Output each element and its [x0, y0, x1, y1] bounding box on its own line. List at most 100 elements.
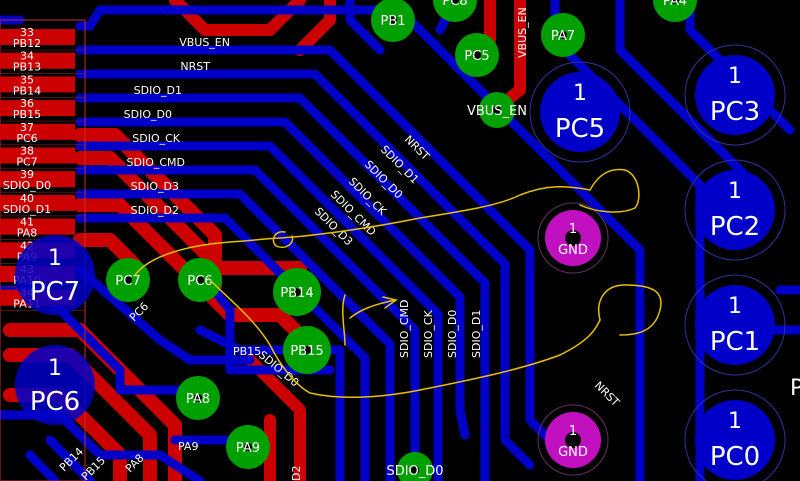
header-pin-number: 37 [20, 121, 34, 134]
via[interactable]: PA9 [226, 425, 270, 469]
header-pin-number: 34 [20, 50, 34, 63]
net-labels-horizontal: VBUS_EN NRST SDIO_D1 SDIO_D0 SDIO_CK SDI… [124, 36, 230, 217]
via-label: PA4 [663, 0, 687, 9]
header-pin-name: PA8 [17, 227, 37, 240]
gnd-pad-number: 1 [569, 424, 577, 439]
large-pad-label: PC1 [710, 327, 760, 357]
header-pin-number: 33 [20, 26, 34, 39]
via-label: PA8 [186, 392, 210, 407]
via-label: PC6 [187, 274, 212, 289]
net-label-vert-sdio-d1: SDIO_D1 [470, 310, 483, 358]
via-label: PA9 [236, 441, 260, 456]
header-pad [0, 123, 75, 140]
header-pad [0, 52, 75, 69]
large-pad-label: PC3 [710, 97, 760, 127]
header-pin-name: PC7 [16, 156, 37, 169]
header-pad [0, 29, 75, 45]
gnd-pad-number: 1 [569, 222, 577, 237]
net-label-vert-sdio-d0: SDIO_D0 [446, 310, 459, 358]
header-pad [0, 100, 75, 117]
via[interactable]: SDIO_D0 [386, 452, 444, 481]
net-label-vert-sdio-cmd: SDIO_CMD [398, 300, 411, 359]
header-pin-name: PB15 [13, 108, 41, 121]
large-pad-number: 1 [573, 81, 587, 106]
large-pad-label: PC5 [555, 114, 605, 144]
net-labels-vertical: SDIO_CMD SDIO_CK SDIO_D0 SDIO_D1 VBUS_EN [398, 7, 529, 358]
net-label-vert-vbus-en: VBUS_EN [516, 7, 529, 58]
gnd-pad-label: GND [558, 243, 588, 258]
header-pin-number: 41 [20, 216, 34, 229]
via[interactable]: PA7 [541, 13, 585, 57]
via[interactable]: VBUS_EN [467, 92, 527, 128]
header-pad [0, 76, 75, 93]
via[interactable]: PB1 [371, 0, 415, 42]
via[interactable]: PC8 [433, 0, 477, 22]
net-label-d2-partial: D2 [290, 466, 303, 481]
large-pad-label: PC2 [710, 212, 760, 242]
partial-pad-label: P [790, 376, 800, 401]
header-pin-number: 39 [20, 168, 34, 181]
via[interactable]: PB14 [273, 268, 321, 316]
header-pad [0, 218, 75, 235]
left-pad-label: PC6 [30, 387, 80, 417]
net-label-sdio-d1: SDIO_D1 [134, 84, 182, 97]
large-pad-number: 1 [728, 64, 742, 89]
via[interactable]: PB15 [283, 326, 331, 374]
header-pin-name: SDIO_D0 [3, 179, 51, 192]
hand-drawn-annotations [134, 168, 662, 398]
header-pad [0, 194, 75, 211]
large-pad-number: 1 [728, 179, 742, 204]
header-pin-number: 40 [20, 192, 34, 205]
via-label: PC5 [464, 49, 489, 64]
via[interactable]: PA8 [176, 376, 220, 420]
via[interactable]: PC6 [178, 258, 222, 302]
net-label-sdio-d3: SDIO_D3 [131, 180, 179, 193]
net-label-sdio-cmd: SDIO_CMD [127, 156, 186, 169]
via[interactable]: PC5 [455, 33, 499, 77]
header-pin-name: PB13 [13, 61, 41, 74]
net-label-vert-sdio-ck: SDIO_CK [422, 309, 435, 358]
header-pin-name: PB14 [13, 84, 41, 97]
net-label-sdio-ck: SDIO_CK [132, 132, 181, 145]
large-pad-number: 1 [728, 294, 742, 319]
left-pad-number: 1 [48, 246, 62, 271]
via[interactable]: PA4 [653, 0, 697, 22]
via-label: VBUS_EN [467, 104, 527, 119]
left-pad-label: PC7 [30, 277, 80, 307]
header-pin-number: 35 [20, 73, 34, 86]
net-label-vbus-en: VBUS_EN [179, 36, 230, 49]
large-pad-label: PC0 [710, 442, 760, 472]
net-label-sdio-d2: SDIO_D2 [131, 204, 179, 217]
via-label: PB15 [290, 344, 323, 359]
header-pin-name: SDIO_D1 [3, 203, 51, 216]
left-pad-number: 1 [48, 356, 62, 381]
via-label: PB1 [380, 14, 405, 29]
net-label-sdio-d0: SDIO_D0 [124, 108, 172, 121]
via[interactable]: PC7 [106, 258, 150, 302]
header-pin-number: 38 [20, 145, 34, 158]
via-label: PC8 [442, 0, 467, 9]
net-label-nrst: NRST [180, 60, 210, 73]
gnd-pad-label: GND [558, 445, 588, 460]
